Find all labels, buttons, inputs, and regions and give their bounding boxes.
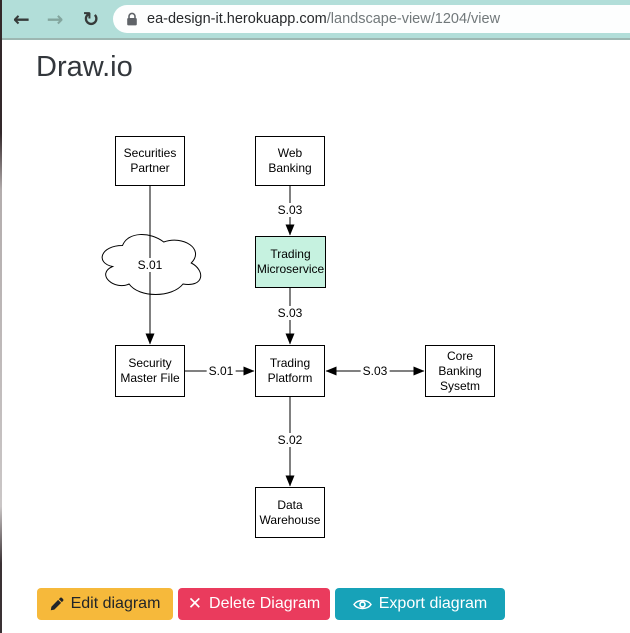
export-diagram-button[interactable]: Export diagram [335, 588, 505, 620]
edge-label-smf-platform: S.01 [206, 364, 236, 378]
edge-label-micro-platform: S.03 [275, 306, 305, 320]
export-diagram-label: Export diagram [378, 595, 488, 612]
browser-back-icon[interactable]: ← [13, 7, 30, 31]
url-path: /landscape-view/1204/view [326, 11, 501, 27]
address-bar[interactable]: ea-design-it.herokuapp.com/landscape-vie… [113, 5, 630, 33]
browser-reload-icon[interactable]: ↻ [82, 7, 100, 31]
node-securities-partner: Securities Partner [115, 136, 185, 186]
edge-label-partner-smf: S.01 [135, 258, 165, 272]
delete-diagram-button[interactable]: ✕ Delete Diagram [178, 588, 330, 620]
action-button-row: Edit diagram ✕ Delete Diagram Export dia… [37, 588, 505, 620]
edge-label-platform-dw: S.02 [275, 433, 305, 447]
edge-label-web-micro: S.03 [275, 203, 305, 217]
node-data-warehouse: Data Warehouse [255, 487, 325, 538]
node-trading-platform: Trading Platform [255, 345, 325, 397]
browser-toolbar: ← → ↻ ea-design-it.herokuapp.com/landsca… [0, 0, 630, 40]
node-web-banking: Web Banking [255, 136, 325, 186]
node-core-banking-system: Core Banking Sysetm [425, 345, 495, 397]
delete-diagram-label: Delete Diagram [209, 595, 321, 612]
delete-x-icon: ✕ [187, 593, 203, 614]
edit-diagram-label: Edit diagram [70, 595, 161, 612]
pencil-icon [50, 597, 63, 611]
node-security-master-file: Security Master File [115, 345, 185, 397]
url-domain: ea-design-it.herokuapp.com [147, 11, 327, 27]
edit-diagram-button[interactable]: Edit diagram [37, 588, 173, 620]
window-left-border [0, 0, 2, 633]
eye-icon [352, 599, 372, 609]
edge-label-platform-core: S.03 [360, 364, 390, 378]
browser-forward-icon[interactable]: → [46, 7, 64, 31]
page-title: Draw.io [36, 51, 133, 83]
node-trading-microservice: Trading Microservice [255, 236, 326, 288]
lock-icon [127, 12, 137, 25]
